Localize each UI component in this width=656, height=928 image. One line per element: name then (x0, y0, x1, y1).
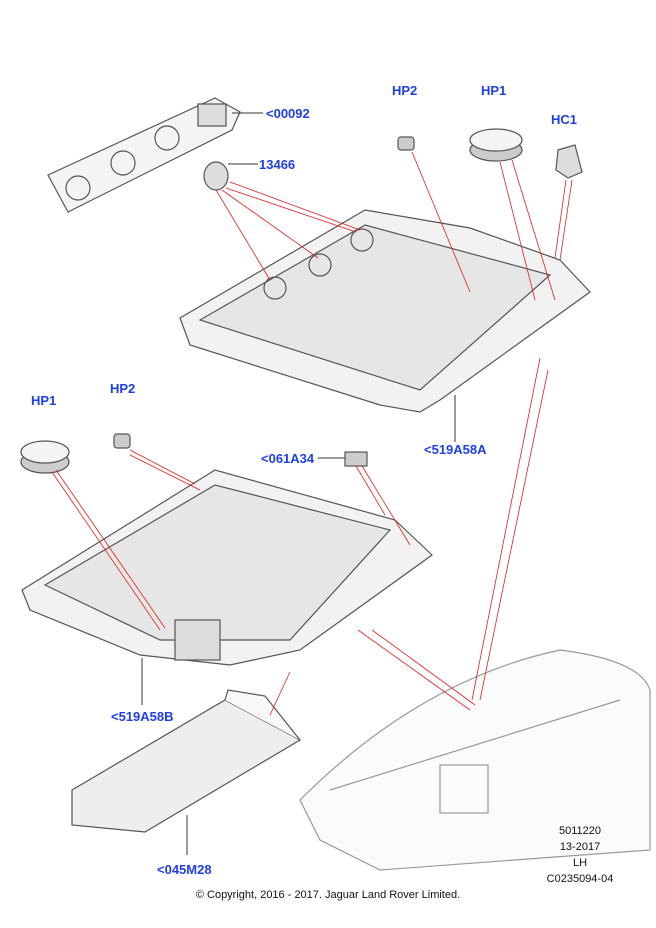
callout-045m28: <045M28 (157, 862, 212, 877)
callout-hp1-left: HP1 (31, 393, 57, 408)
leader-lines (51, 151, 573, 716)
reference-side: LH (572, 857, 588, 869)
copyright-notice: © Copyright, 2016 - 2017. Jaguar Land Ro… (195, 889, 461, 901)
hp1-pad-part (469, 128, 523, 162)
callout-519a58b: <519A58B (111, 709, 174, 724)
reference-number: 5011220 (558, 825, 601, 837)
console-519a58b-part (21, 469, 433, 666)
callout-hp2-left: HP2 (110, 381, 136, 396)
callout-hc1: HC1 (551, 112, 578, 127)
callout-519a58a: <519A58A (424, 442, 487, 457)
switch-panel-part (47, 97, 241, 213)
hp2-pad-left-part (113, 433, 131, 449)
hp1-pad-left-part (20, 440, 70, 474)
hc1-clip-part (555, 144, 583, 179)
callout-hp1-top: HP1 (481, 83, 507, 98)
reference-code: C0235094-04 (546, 873, 614, 885)
callout-leaders (141, 112, 456, 855)
callout-00092: <00092 (266, 106, 310, 121)
cover-045m28-part (71, 689, 302, 833)
vehicle-dashboard-part (299, 649, 651, 871)
knob-part (203, 161, 229, 191)
console-519a58a-part (179, 209, 591, 413)
reference-date: 13-2017 (559, 841, 601, 853)
hp2-pad-part (397, 136, 415, 151)
callout-13466: 13466 (259, 157, 296, 172)
callout-hp2-top: HP2 (392, 83, 418, 98)
connector-part (344, 451, 368, 467)
callout-061a34: <061A34 (261, 451, 315, 466)
